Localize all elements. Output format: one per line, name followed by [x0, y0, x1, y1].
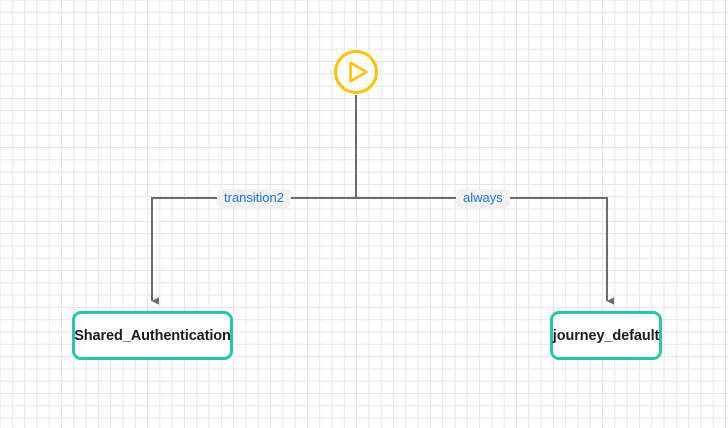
node-journey-default[interactable]: journey_default	[550, 311, 662, 360]
start-play-circle-icon[interactable]	[333, 49, 379, 95]
edge-start-to-shared-authentication	[151, 197, 356, 305]
edge-label-transition2[interactable]: transition2	[217, 189, 291, 208]
edge-label-always[interactable]: always	[456, 189, 510, 208]
edge-label-always-text: always	[463, 190, 503, 205]
edge-label-transition2-text: transition2	[224, 190, 284, 205]
node-shared-authentication-label: Shared_Authentication	[74, 327, 231, 344]
node-shared-authentication[interactable]: Shared_Authentication	[72, 311, 233, 360]
edge-start-to-journey-default	[356, 197, 615, 305]
node-journey-default-label: journey_default	[552, 327, 660, 344]
